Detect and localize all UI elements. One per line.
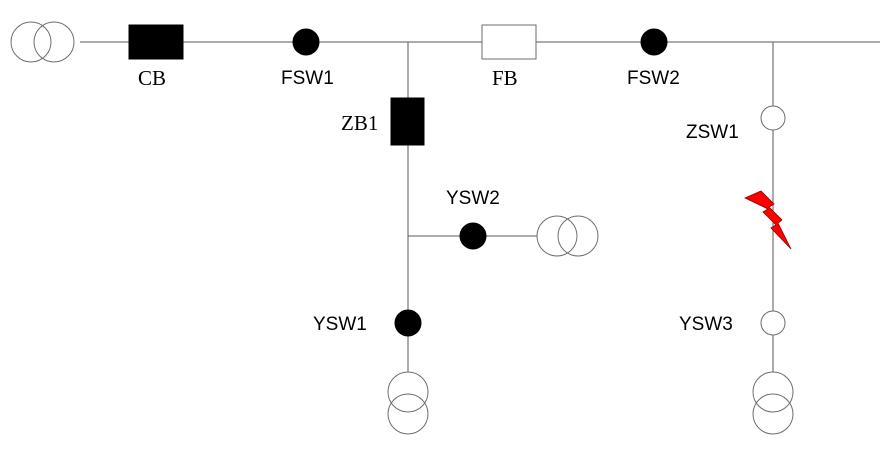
zsw1-switch[interactable] [760,105,786,131]
zsw1-label: ZSW1 [686,122,739,143]
ysw1-transformer-icon [387,371,429,435]
ysw2-transformer-icon [536,215,599,257]
source-transformer-icon [10,21,75,63]
fsw2-switch[interactable] [640,28,668,56]
fb-breaker[interactable] [481,24,537,60]
fsw1-label: FSW1 [281,68,334,89]
ysw1-switch[interactable] [394,309,422,337]
ysw1-label: YSW1 [313,314,367,335]
cb-label: CB [138,66,166,90]
ysw2-label: YSW2 [446,188,500,209]
fsw1-switch[interactable] [292,28,320,56]
zb1-label: ZB1 [341,111,378,135]
ysw3-switch[interactable] [760,310,786,336]
zb1-breaker[interactable] [390,97,425,146]
fb-label: FB [492,66,518,90]
lightning-fault-icon [744,190,792,250]
cb-breaker[interactable] [128,24,184,60]
ysw2-switch[interactable] [459,222,487,250]
fsw2-label: FSW2 [627,68,680,89]
ysw3-label: YSW3 [679,314,733,335]
ysw3-transformer-icon [752,371,794,435]
